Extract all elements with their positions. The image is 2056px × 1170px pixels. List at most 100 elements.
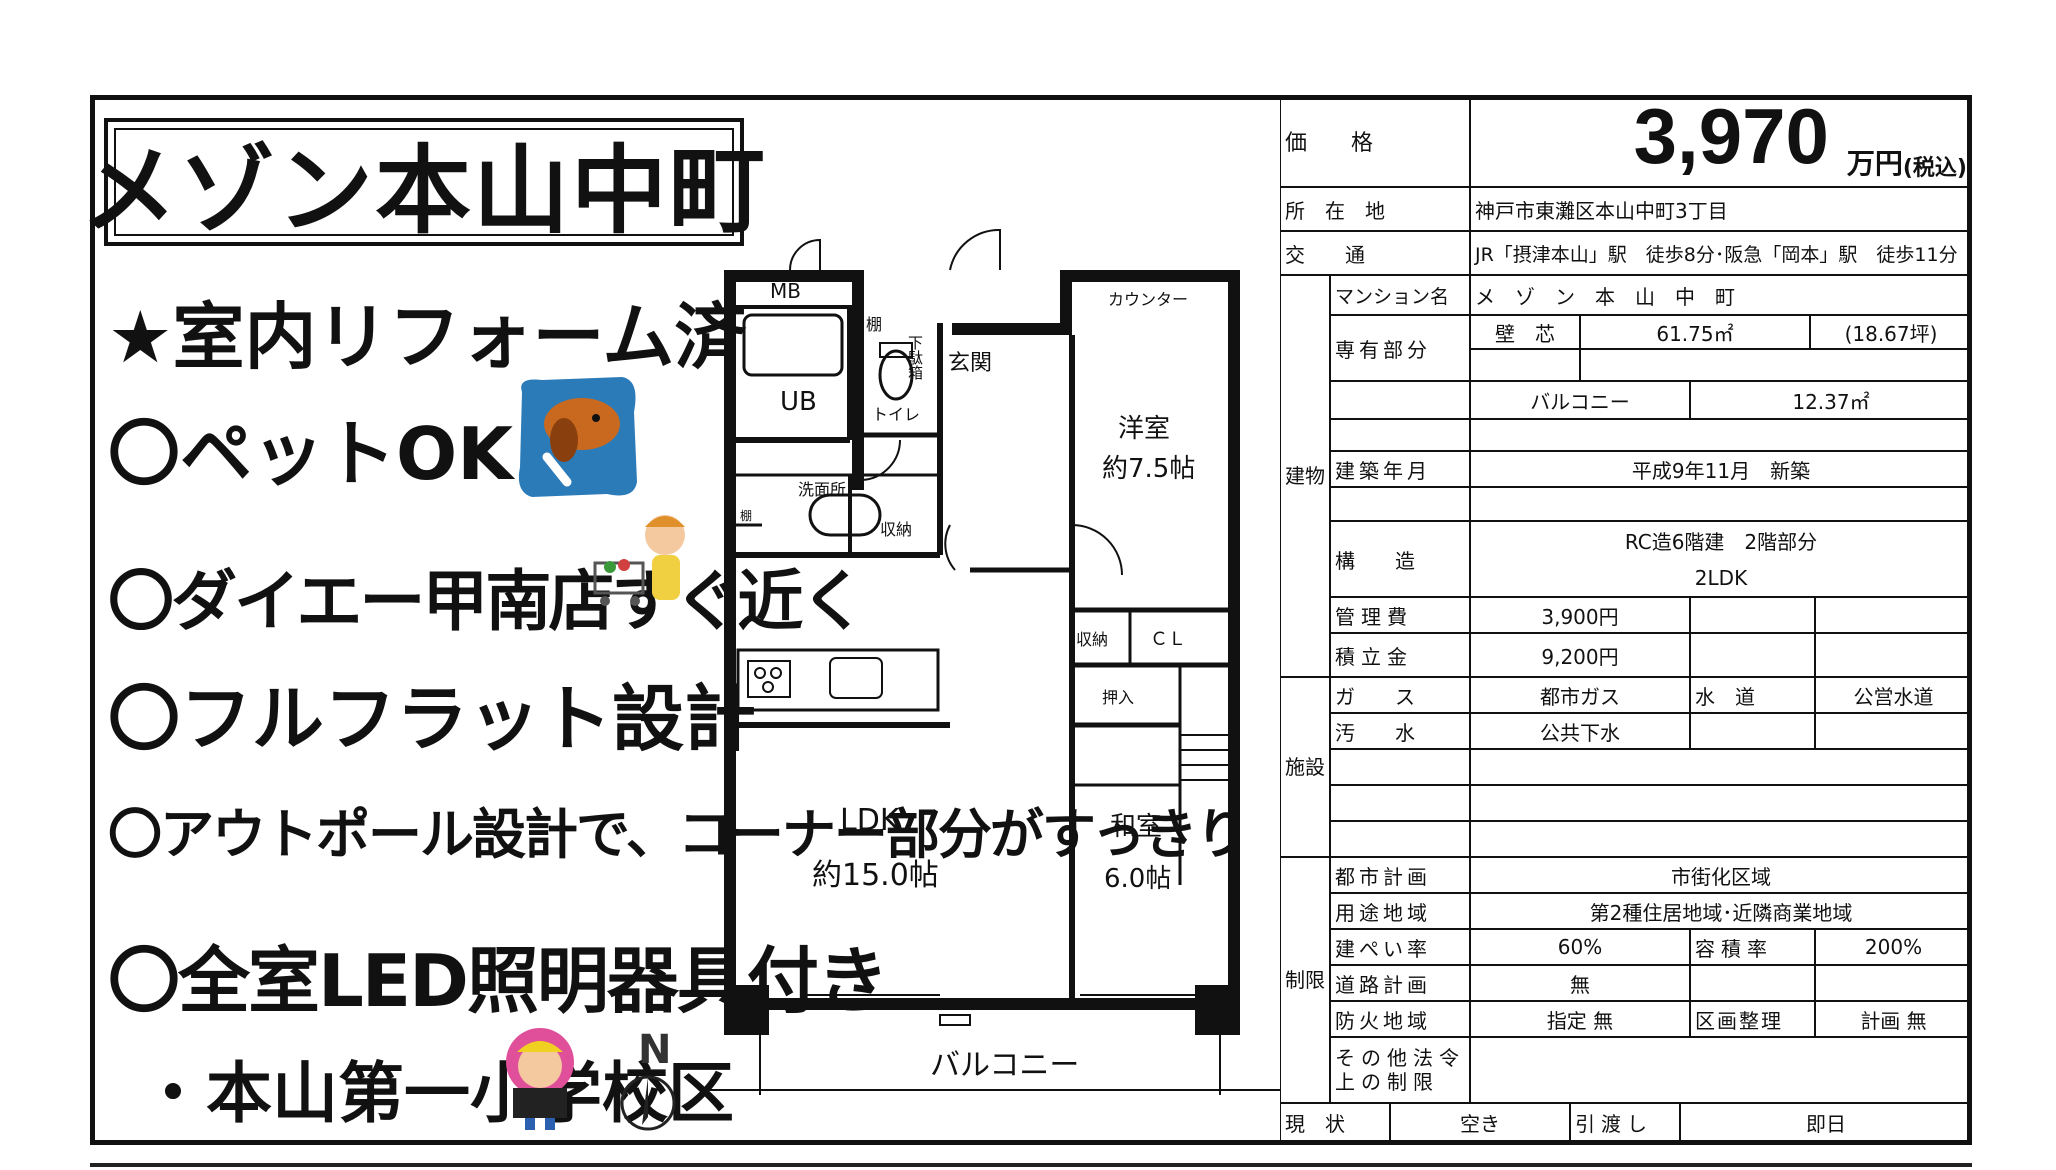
plan-balcony: バルコニー (930, 1048, 1079, 1083)
far-label: 容積率 (1690, 929, 1815, 965)
sewage-value: 公共下水 (1470, 713, 1690, 749)
reserve-blank-1 (1690, 633, 1815, 677)
plan-getabako: 下駄箱 (906, 335, 924, 380)
balcony-blank (1330, 381, 1470, 419)
other-label-1: その他法令 (1335, 1046, 1465, 1070)
other-value (1470, 1037, 1972, 1103)
area-type: 壁 芯 (1470, 315, 1580, 349)
price-cell: 3,970 万円 (税込) (1470, 95, 1972, 187)
location-value: 神戸市東灘区本山中町3丁目 (1470, 187, 1972, 231)
facility-blank-5 (1330, 821, 1470, 857)
north-arrow-icon: N (620, 1027, 676, 1131)
status-value: 空き (1390, 1103, 1570, 1141)
price-label: 価 格 (1280, 95, 1470, 187)
zone-label: 用途地域 (1330, 893, 1470, 929)
coverage-value: 60% (1470, 929, 1690, 965)
title-box-inner-border (114, 128, 734, 236)
sewage-blank-1 (1690, 713, 1815, 749)
mgmt-blank-2 (1815, 597, 1972, 633)
coverage-label: 建ぺい率 (1330, 929, 1470, 965)
layout-value: 2LDK (1470, 559, 1972, 597)
price-unit: 万円 (1846, 147, 1903, 180)
plan-ub: UB (780, 387, 817, 417)
facility-blank-6 (1470, 821, 1972, 857)
water-label: 水 道 (1690, 677, 1815, 713)
sewage-label: 汚 水 (1330, 713, 1470, 749)
plan-oshiire: 押入 (1102, 688, 1134, 707)
reserve-blank-2 (1815, 633, 1972, 677)
other-label-2: 上の制限 (1335, 1070, 1439, 1094)
blank-row-a1 (1330, 419, 1470, 451)
shopper-icon (593, 515, 685, 606)
area-m2: 61.75㎡ (1580, 315, 1810, 349)
feature-school: ・本山第一小学校区 (140, 1055, 734, 1132)
area-label: 専有部分 (1330, 315, 1470, 381)
readjust-label: 区画整理 (1690, 1001, 1815, 1037)
area-blank-2 (1580, 349, 1972, 381)
gas-label: ガ ス (1330, 677, 1470, 713)
mansion-value: メ ゾ ン 本 山 中 町 (1470, 275, 1972, 315)
mgmt-value: 3,900円 (1470, 597, 1690, 633)
access-label: 交 通 (1280, 231, 1470, 275)
restrict-section-label: 制限 (1280, 857, 1330, 1103)
access-value: JR「摂津本山」駅 徒歩8分･阪急「岡本」駅 徒歩11分 (1470, 231, 1972, 275)
water-value: 公営水道 (1815, 677, 1972, 713)
plan-toilet: トイレ (872, 405, 920, 424)
readjust-value: 計画 無 (1815, 1001, 1972, 1037)
plan-mb: MB (770, 279, 801, 303)
title-box: メゾン本山中町 (81, 118, 765, 247)
zone-value: 第2種住居地域･近隣商業地域 (1470, 893, 1972, 929)
gas-value: 都市ガス (1470, 677, 1690, 713)
plan-tana-2: 棚 (740, 508, 752, 523)
handover-value: 即日 (1680, 1103, 1972, 1141)
blank-row-b1 (1330, 487, 1470, 521)
feature-daiei: 〇ダイエー甲南店すぐ近く (108, 563, 866, 640)
dog-icon (518, 377, 637, 497)
feature-outpole: 〇アウトポール設計で、コーナー部分がすっきり (108, 803, 1250, 866)
structure-value: RC造6階建 2階部分 (1470, 521, 1972, 559)
handover-label: 引渡し (1570, 1103, 1680, 1141)
area-blank-1 (1470, 349, 1580, 381)
north-label: N (638, 1027, 671, 1073)
flyer-frame (90, 95, 1972, 1145)
far-value: 200% (1815, 929, 1972, 965)
feature-flat: 〇フルフラット設計 (108, 677, 757, 761)
plan-senmenjo: 洗面所 (798, 480, 846, 499)
spec-table: 価 格 3,970 万円 (税込) 所 在 地 神戸市東灘区本山中町3丁目 交 … (1280, 95, 1972, 1145)
plan-ldk: LDK (840, 803, 901, 838)
road-blank-2 (1815, 965, 1972, 1001)
facility-blank-4 (1470, 785, 1972, 821)
structure-label: 構 造 (1330, 521, 1470, 597)
mansion-label: マンション名 (1330, 275, 1470, 315)
built-value: 平成9年11月 新築 (1470, 451, 1972, 487)
facility-blank-2 (1470, 749, 1972, 785)
plan-ldk-size: 約15.0帖 (812, 858, 939, 893)
mgmt-blank-1 (1690, 597, 1815, 633)
balcony-value: 12.37㎡ (1690, 381, 1972, 419)
plan-tana: 棚 (866, 315, 882, 334)
plan-shuno-2: 収納 (1076, 630, 1108, 649)
other-label-cell: その他法令 上の制限 (1330, 1037, 1470, 1103)
plan-yoshitsu: 洋室 (1118, 414, 1170, 444)
plan-cl: ＣＬ (1150, 629, 1186, 650)
plan-yoshitsu-size: 約7.5帖 (1102, 454, 1195, 484)
road-blank-1 (1690, 965, 1815, 1001)
plan-shuno: 収納 (880, 520, 912, 539)
blank-row-b2 (1470, 487, 1972, 521)
feature-reform: ★室内リフォーム済 (108, 295, 747, 379)
price-tax: (税込) (1902, 156, 1967, 181)
area-tsubo: (18.67坪) (1810, 315, 1972, 349)
plan-counter: カウンター (1108, 290, 1188, 309)
bottom-rule (90, 1163, 1972, 1167)
built-label: 建築年月 (1330, 451, 1470, 487)
location-label: 所 在 地 (1280, 187, 1470, 231)
plan-genkan: 玄関 (948, 351, 992, 376)
property-title: メゾン本山中町 (81, 134, 767, 247)
floor-plan: MB 棚 下駄箱 玄関 カウンター UB トイレ 洋室 約7.5帖 洗面所 収納… (700, 228, 1280, 1095)
sewage-blank-2 (1815, 713, 1972, 749)
feature-pet: 〇ペットOK (108, 412, 514, 496)
city-value: 市街化区域 (1470, 857, 1972, 893)
building-section-label: 建物 (1280, 275, 1330, 677)
balcony-label: バルコニー (1470, 381, 1690, 419)
mgmt-label: 管理費 (1330, 597, 1470, 633)
